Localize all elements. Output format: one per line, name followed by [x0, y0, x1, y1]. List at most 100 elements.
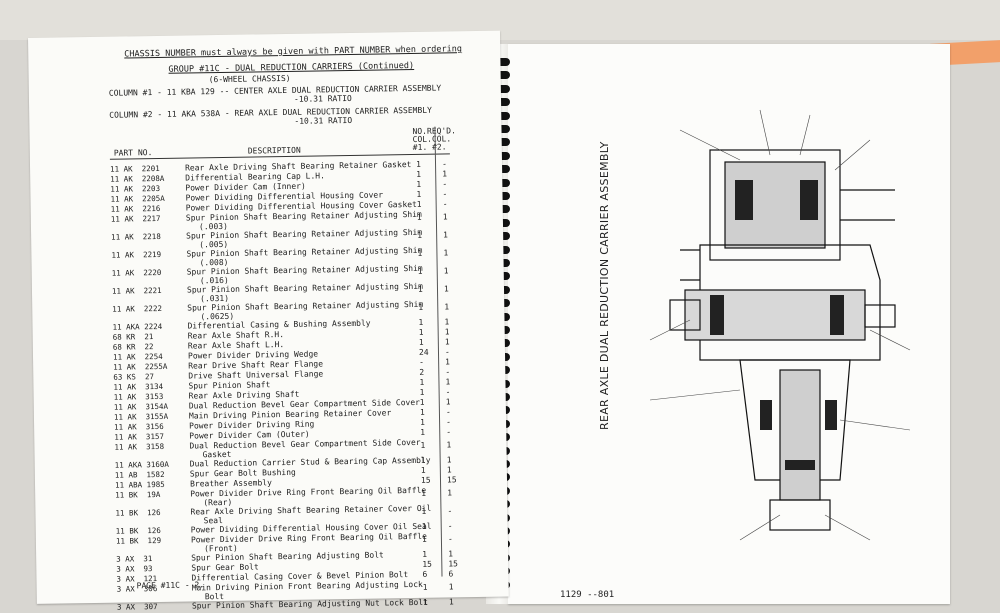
- qty-col-1: 1: [420, 417, 425, 427]
- qty-col-2: 1: [446, 465, 452, 475]
- qty-col-1: 1: [421, 521, 427, 531]
- qty-col-2: 1: [448, 582, 454, 592]
- qty-col-2: -: [447, 506, 453, 516]
- qty-col-1: 1: [422, 582, 428, 592]
- qty-col-1: 1: [421, 506, 427, 516]
- qty-col-2: 1: [446, 440, 452, 450]
- qty-col-1: 1: [421, 488, 427, 498]
- part-description: Differential Casing & Bushing Assembly: [187, 318, 371, 331]
- qty-col-1: 1: [418, 337, 424, 347]
- qty-col-2: 1: [445, 397, 451, 407]
- part-number: 11 BK 129: [115, 535, 162, 546]
- qty-col-1: 1: [415, 159, 421, 169]
- qty-col-2: 1: [445, 377, 451, 387]
- part-number: 11 AKA 2224: [112, 321, 163, 332]
- qty-col-1: 1: [422, 549, 428, 559]
- part-number: 11 AK 3154A: [113, 401, 169, 412]
- qty-col-2: 1: [444, 302, 450, 312]
- qty-col-1: 1: [420, 427, 426, 437]
- qty-col-2: 1: [447, 488, 453, 498]
- qty-col-1: 1: [419, 377, 425, 387]
- qty-col-2: 1: [448, 549, 454, 559]
- qty-col-2: 6: [448, 569, 454, 579]
- part-description: Spur Gear Bolt Bushing: [189, 467, 296, 479]
- qty-col-2: -: [444, 347, 450, 357]
- part-description-continued: (Rear): [203, 497, 233, 508]
- part-number: 68 KR 22: [112, 342, 154, 352]
- part-number: 11 AK 2217: [110, 213, 161, 224]
- part-number: 11 AK 2201: [110, 163, 160, 174]
- qty-col-1: 2: [419, 367, 425, 377]
- part-description: Spur Pinion Shaft Bearing Adjusting Bolt: [191, 550, 384, 563]
- qty-col-2: -: [446, 417, 451, 427]
- qty-col-1: 1: [422, 597, 428, 607]
- qty-col-1: 1: [420, 440, 426, 450]
- qty-col-1: 15: [420, 475, 431, 485]
- part-description: Power Divider Cam (Outer): [189, 429, 310, 441]
- column-2-label: COLUMN #2 - 11 AKA 538A - REAR AXLE DUAL…: [109, 105, 432, 120]
- description-header: DESCRIPTION: [247, 145, 301, 156]
- part-number: 3 AX 31: [116, 554, 153, 564]
- qty-col-2: -: [445, 387, 451, 397]
- part-number: 11 ABA 1985: [114, 479, 165, 490]
- part-number: 11 BK 126: [115, 525, 161, 536]
- qty-col-1: 1: [416, 189, 422, 199]
- part-number: 11 AK 2222: [112, 303, 163, 314]
- qty-col-1: 1: [416, 199, 422, 209]
- qty-col-1: 1: [418, 317, 424, 327]
- qty-col-2: -: [446, 427, 452, 437]
- part-description: Main Driving Pinion Bearing Retainer Cov…: [188, 408, 392, 421]
- part-description-continued: (.031): [200, 293, 230, 304]
- qty-col-1: 1: [417, 266, 423, 276]
- column-1-ratio: -10.31 RATIO: [293, 93, 352, 104]
- part-description: Breather Assembly: [189, 478, 272, 489]
- part-number: 11 AK 2203: [110, 183, 161, 194]
- part-number: 11 BK 126: [115, 507, 161, 518]
- qty-col-1: 1: [416, 169, 422, 179]
- part-description: Power Divider Cam (Inner): [185, 181, 306, 193]
- qty-col-2: 1: [445, 357, 451, 367]
- qty-col-1: 6: [422, 569, 428, 579]
- part-number: 11 AK 2254: [112, 351, 163, 362]
- part-number: 11 AK 3155A: [113, 411, 169, 422]
- chassis-note: CHASSIS NUMBER must always be given with…: [124, 44, 463, 60]
- qty-col-1: 15: [422, 559, 433, 569]
- qty-col-1: 1: [419, 397, 425, 407]
- part-description-continued: (.005): [199, 239, 229, 250]
- part-number: 63 KS 27: [113, 372, 155, 382]
- part-number: 11 AK 2221: [111, 285, 162, 296]
- part-description-continued: Gasket: [202, 449, 232, 460]
- part-description: Rear Axle Shaft L.H.: [187, 340, 285, 351]
- qty-col-2: -: [447, 521, 453, 531]
- qty-col-2: 1: [443, 230, 449, 240]
- qty-col-1: 1: [420, 465, 426, 475]
- part-number: 11 AK 3156: [114, 421, 164, 432]
- part-description: Spur Pinion Shaft Bearing Adjusting Nut …: [191, 597, 428, 611]
- part-description: Spur Pinion Shaft: [188, 380, 271, 391]
- qty-col-1: 1: [419, 407, 425, 417]
- qty-col-2: -: [442, 179, 448, 189]
- part-number: 11 AK 2208A: [110, 173, 165, 184]
- part-description: Rear Axle Shaft R.H.: [187, 330, 285, 341]
- part-number: 11 AK 3157: [114, 431, 165, 442]
- qty-col-1: 24: [418, 347, 429, 357]
- qty-col-2: 1: [444, 337, 450, 347]
- part-number: 11 AK 3153: [113, 391, 164, 402]
- qty-col-2: -: [445, 407, 451, 417]
- part-number: 3 AX 93: [116, 564, 153, 574]
- group-subtitle: (6-WHEEL CHASSIS): [208, 73, 291, 85]
- part-number: 68 KR 21: [112, 332, 154, 342]
- part-description-continued: Bolt: [204, 591, 225, 602]
- column-divider: [434, 126, 443, 577]
- part-number: 11 AK 2220: [111, 267, 162, 278]
- qty-col-2: -: [442, 199, 448, 209]
- part-number: 11 AK 2219: [111, 249, 162, 260]
- qty-col-1: 1: [419, 387, 425, 397]
- qty-col-1: 1: [417, 284, 423, 294]
- qty-col-1: 1: [420, 455, 426, 465]
- column-2-ratio: -10.31 RATIO: [294, 115, 353, 126]
- qty-col-2: -: [442, 189, 448, 199]
- part-description-continued: (.008): [199, 257, 229, 268]
- qty-col-2: -: [445, 367, 451, 377]
- left-page: CHASSIS NUMBER must always be given with…: [28, 30, 509, 612]
